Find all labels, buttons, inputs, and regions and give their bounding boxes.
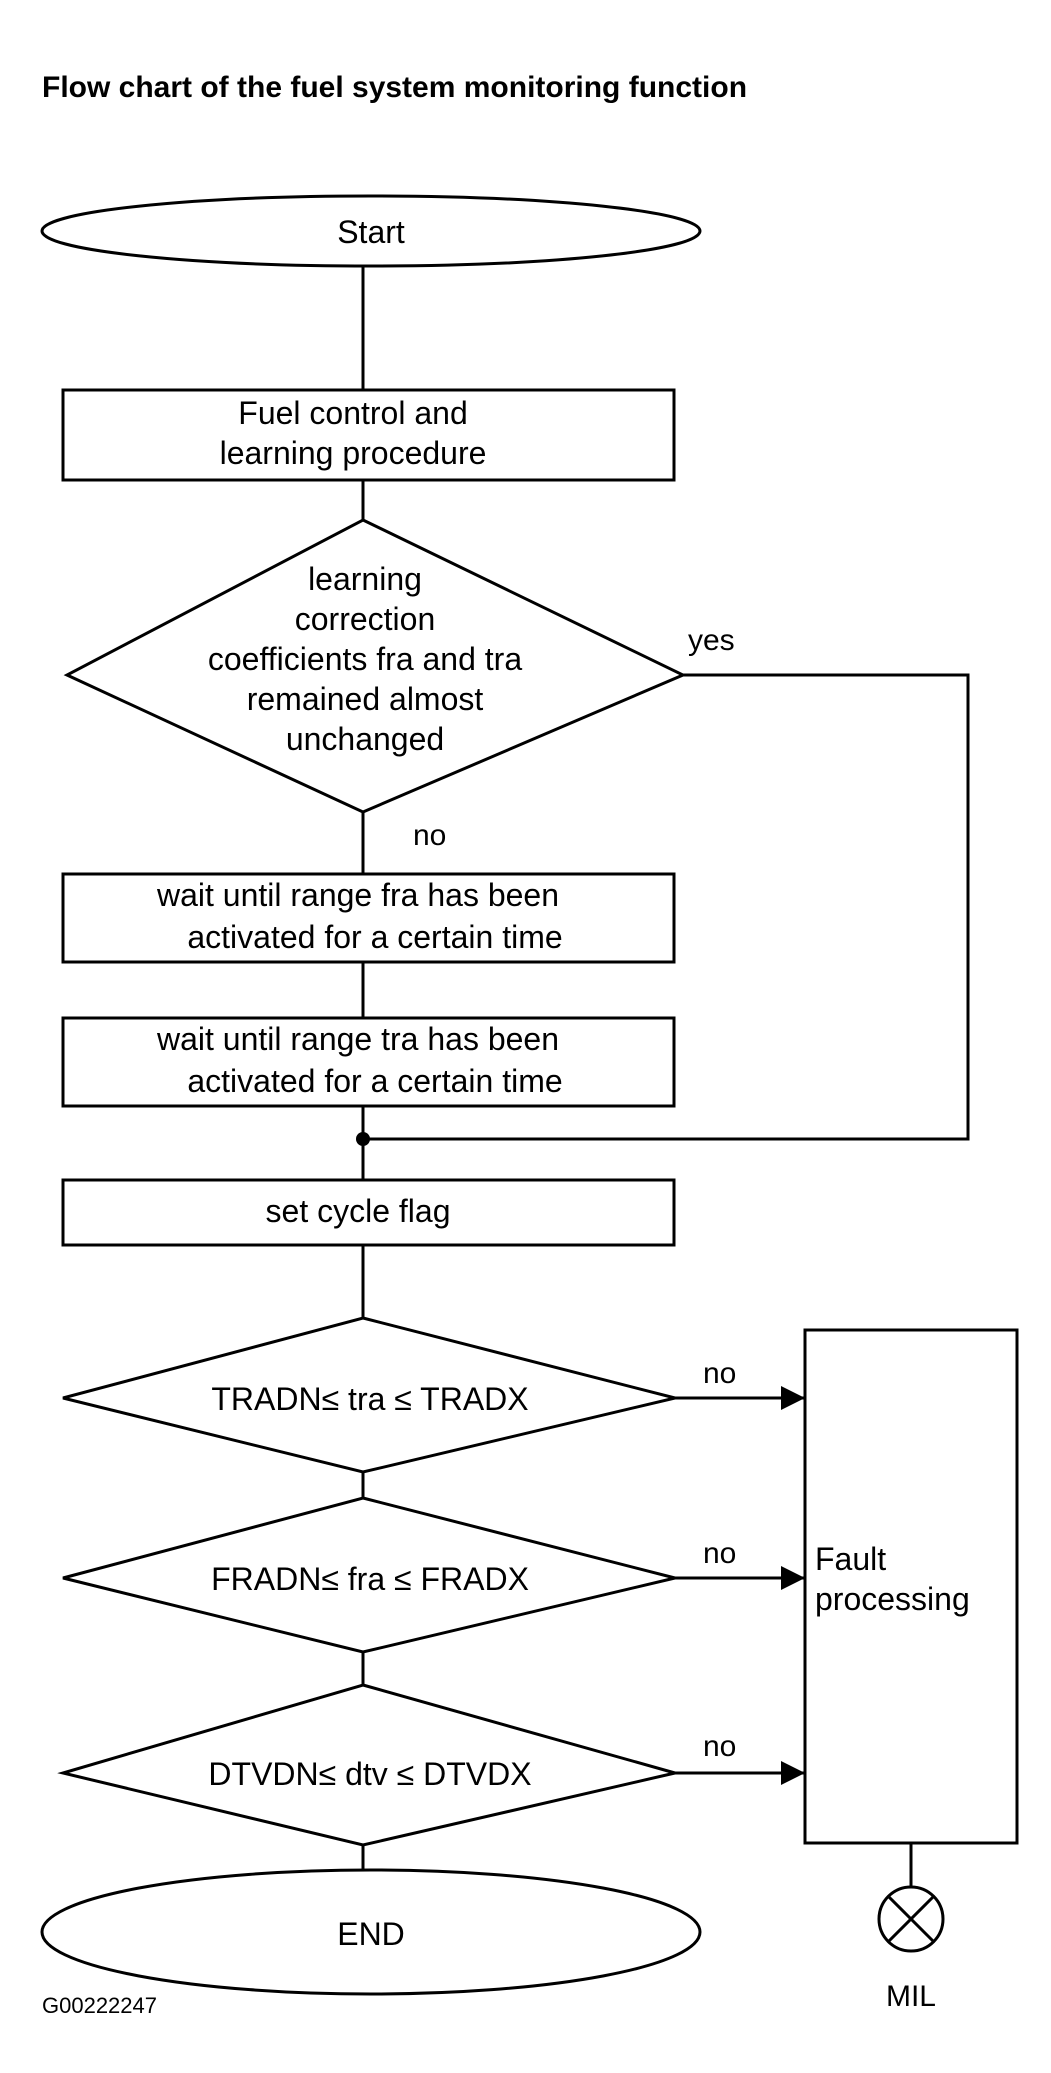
fault-processing-label-line-1: Fault xyxy=(815,1541,886,1577)
wait-tra-label-line-2: activated for a certain time xyxy=(187,1063,562,1099)
junction-dot xyxy=(356,1132,370,1146)
mil-lamp-icon xyxy=(877,1885,945,1953)
tra-no-label: no xyxy=(703,1357,736,1390)
fault-processing-label-line-2: processing xyxy=(815,1581,970,1617)
tra-check-diamond xyxy=(62,1316,676,1474)
wait-tra-label-line-1: wait until range tra has been xyxy=(156,1021,559,1057)
learning-decision-line-2: correction xyxy=(295,601,436,637)
tra-check-label: TRADN≤ tra ≤ TRADX xyxy=(211,1381,528,1417)
wait-fra-label-line-1: wait until range fra has been xyxy=(156,877,559,913)
dtv-no-label: no xyxy=(703,1730,736,1763)
fuel-control-box xyxy=(61,388,676,482)
learning-decision-line-3: coefficients fra and tra xyxy=(208,641,522,677)
end-label: END xyxy=(337,1916,405,1952)
wait-tra-box xyxy=(61,1016,676,1108)
learning-decision-line-5: unchanged xyxy=(286,721,444,757)
learning-decision-line-1: learning xyxy=(308,561,422,597)
fra-no-label: no xyxy=(703,1537,736,1570)
connectors xyxy=(356,266,970,1887)
fra-check-label: FRADN≤ fra ≤ FRADX xyxy=(211,1561,529,1597)
learning-yes-label: yes xyxy=(688,624,735,657)
fuel-control-label-line-1: Fuel control and xyxy=(238,395,467,431)
figure-id: G00222247 xyxy=(42,1993,157,2018)
start-terminal xyxy=(40,194,702,268)
wait-fra-box xyxy=(61,872,676,964)
set-cycle-flag-label: set cycle flag xyxy=(266,1193,451,1229)
fra-check-diamond xyxy=(62,1496,676,1654)
set-cycle-flag-box xyxy=(61,1178,676,1247)
learning-no-label: no xyxy=(413,819,446,852)
end-terminal xyxy=(40,1868,702,1996)
edge-decision-yes xyxy=(363,673,970,1141)
wait-fra-label-line-2: activated for a certain time xyxy=(187,919,562,955)
fault-processing-box xyxy=(803,1328,1019,1845)
fuel-control-label-line-2: learning procedure xyxy=(220,435,487,471)
mil-label: MIL xyxy=(886,1980,936,2013)
diagram-title: Flow chart of the fuel system monitoring… xyxy=(42,71,747,104)
learning-decision-line-4: remained almost xyxy=(247,681,484,717)
start-label: Start xyxy=(337,214,405,250)
dtv-check-diamond xyxy=(57,1683,676,1847)
dtv-check-label: DTVDN≤ dtv ≤ DTVDX xyxy=(208,1756,531,1792)
learning-decision-diamond xyxy=(63,518,687,814)
